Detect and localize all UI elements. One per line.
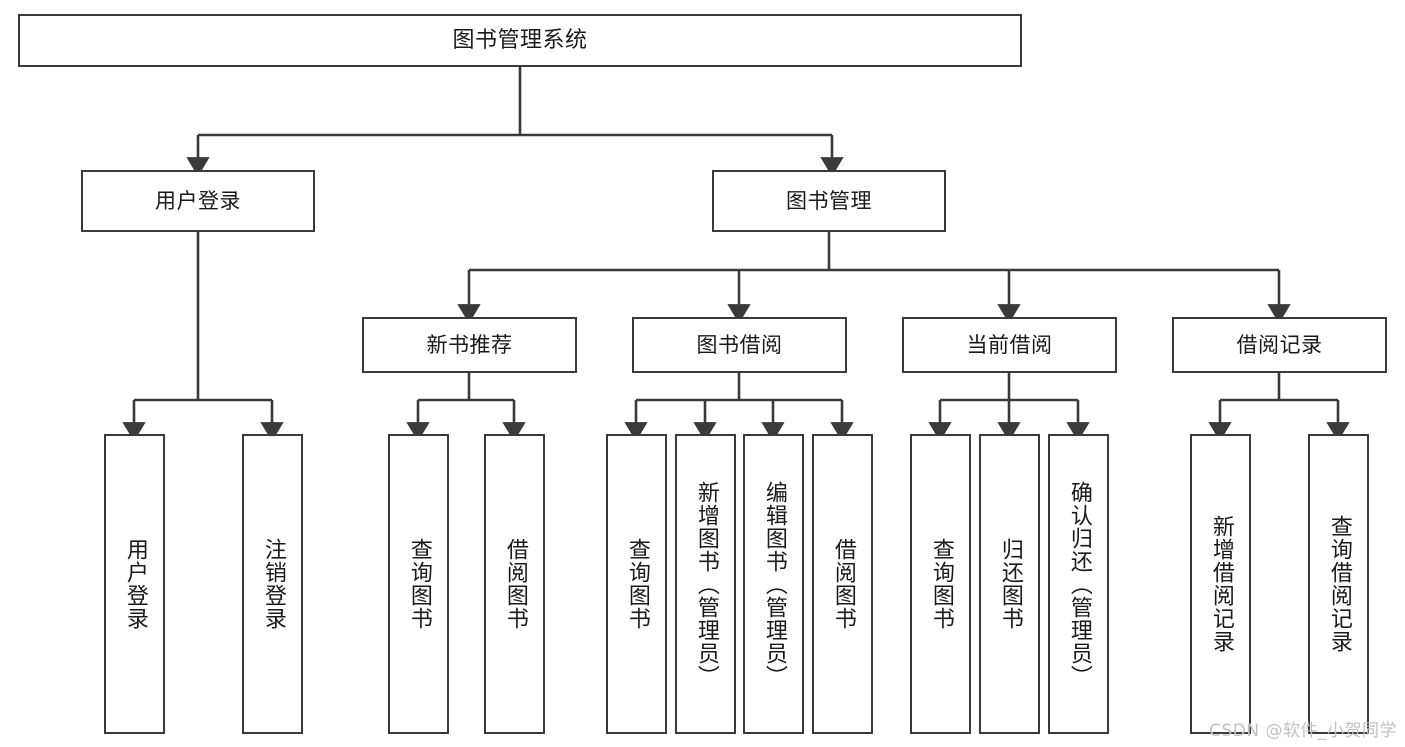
node-book-management[interactable]: 图书管理 xyxy=(712,170,946,232)
leaf-user-login-login[interactable]: 用户登录 xyxy=(104,434,165,734)
leaf-current-query-book[interactable]: 查询图书 xyxy=(910,434,971,734)
leaf-borrow-borrow-book[interactable]: 借阅图书 xyxy=(812,434,873,734)
leaf-user-login-logout[interactable]: 注销登录 xyxy=(242,434,303,734)
node-label: 借阅图书 xyxy=(830,538,856,630)
node-user-login[interactable]: 用户登录 xyxy=(81,170,315,232)
node-label: 查询图书 xyxy=(624,538,650,630)
leaf-recommend-query-book[interactable]: 查询图书 xyxy=(388,434,449,734)
node-label: 新增图书（管理员） xyxy=(693,480,719,688)
node-new-book-recommend[interactable]: 新书推荐 xyxy=(362,317,577,373)
node-label: 借阅图书 xyxy=(502,538,528,630)
node-root-system[interactable]: 图书管理系统 xyxy=(18,14,1022,67)
node-label: 新增借阅记录 xyxy=(1208,515,1234,653)
leaf-recommend-borrow-book[interactable]: 借阅图书 xyxy=(484,434,545,734)
csdn-watermark: CSDN @软件_小贺同学 xyxy=(1209,721,1397,741)
node-label: 用户登录 xyxy=(155,188,241,213)
node-label: 图书借阅 xyxy=(696,332,783,357)
node-label: 查询图书 xyxy=(928,538,954,630)
node-label: 注销登录 xyxy=(260,538,286,630)
leaf-borrow-query-book[interactable]: 查询图书 xyxy=(606,434,667,734)
node-label: 新书推荐 xyxy=(426,332,513,357)
node-label: 图书管理 xyxy=(786,188,872,213)
node-label: 查询借阅记录 xyxy=(1326,515,1352,653)
leaf-current-return-book[interactable]: 归还图书 xyxy=(979,434,1040,734)
node-label: 借阅记录 xyxy=(1236,332,1323,357)
leaf-record-add-record[interactable]: 新增借阅记录 xyxy=(1190,434,1251,734)
node-label: 图书管理系统 xyxy=(452,27,588,53)
node-label: 查询图书 xyxy=(406,538,432,630)
leaf-current-confirm-return-admin[interactable]: 确认归还（管理员） xyxy=(1048,434,1109,734)
node-current-borrow[interactable]: 当前借阅 xyxy=(902,317,1117,373)
node-label: 当前借阅 xyxy=(966,332,1053,357)
leaf-record-query-record[interactable]: 查询借阅记录 xyxy=(1308,434,1369,734)
node-label: 确认归还（管理员） xyxy=(1066,480,1092,688)
leaf-borrow-edit-book-admin[interactable]: 编辑图书（管理员） xyxy=(743,434,804,734)
node-label: 编辑图书（管理员） xyxy=(761,480,787,688)
leaf-borrow-add-book-admin[interactable]: 新增图书（管理员） xyxy=(675,434,736,734)
node-borrow-record[interactable]: 借阅记录 xyxy=(1172,317,1387,373)
node-label: 归还图书 xyxy=(997,538,1023,630)
node-book-borrow[interactable]: 图书借阅 xyxy=(632,317,847,373)
node-label: 用户登录 xyxy=(122,538,148,630)
